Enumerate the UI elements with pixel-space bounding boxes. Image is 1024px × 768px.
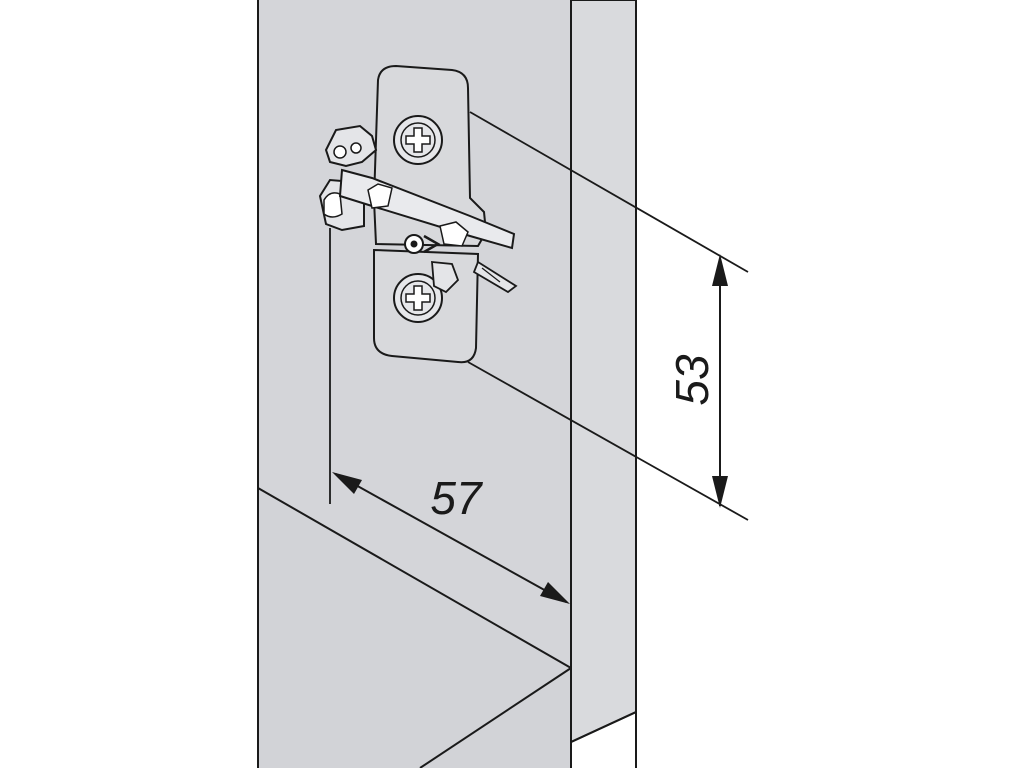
edge-strip-bottom [570,711,637,743]
dimension-vertical-label: 53 [666,354,718,406]
arrowhead-down-icon [712,476,728,508]
dimension-horizontal-label: 57 [430,472,483,524]
dimension-horizontal: 57 [332,472,570,604]
arrowhead-right-icon [540,582,570,604]
arrowhead-up-icon [712,254,728,286]
extension-line-lower [467,361,749,521]
dimension-vertical: 53 [666,254,728,508]
mounting-plate [318,64,518,504]
extension-line-upper [469,111,749,273]
shelf-top-edge [257,487,572,669]
arrowhead-left-icon [332,472,362,494]
lower-screw-cross-icon [405,285,431,311]
cabinet-front-edge [570,0,637,744]
clip-mechanism [318,124,518,504]
shelf-front-edge [419,667,572,768]
upper-screw-cross-icon [405,127,431,153]
arrow-marker-icon [423,234,441,254]
cabinet-bottom-shelf [258,488,571,768]
lower-screw [393,273,443,323]
upper-screw [393,115,443,165]
